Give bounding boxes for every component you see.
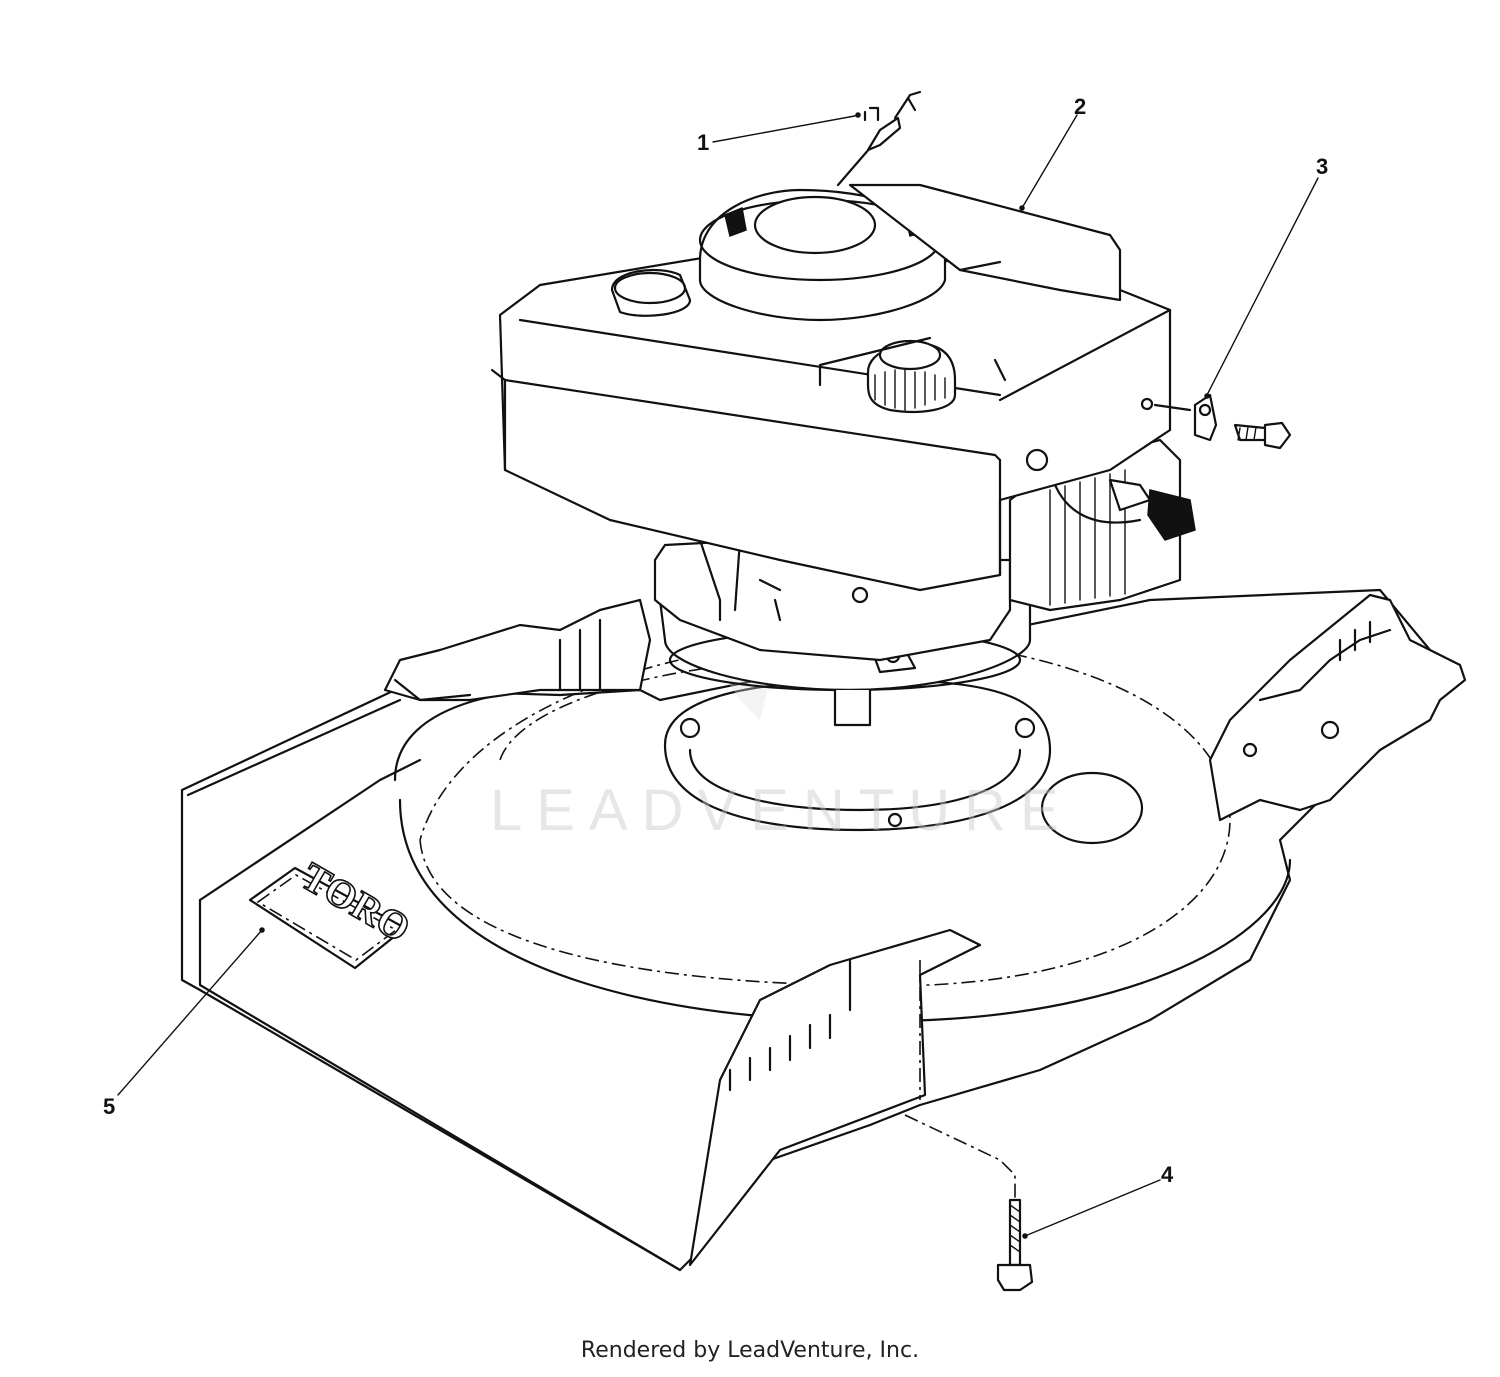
callout-2: 2 [1074, 94, 1086, 119]
callout-leaders [117, 112, 1319, 1239]
callout-1: 1 [697, 130, 709, 155]
callout-5: 5 [103, 1094, 115, 1119]
part-3-clip-and-bolt [1153, 393, 1292, 450]
callout-4: 4 [1161, 1162, 1174, 1187]
engine [490, 183, 1196, 727]
mower-deck-housing: TORO [180, 588, 1467, 1272]
part-1-throttle-cable [836, 90, 922, 187]
callout-numbers: 1 2 3 4 5 [103, 94, 1328, 1187]
render-credit: Rendered by LeadVenture, Inc. [580, 1338, 920, 1363]
part-4-deck-bolt [904, 1114, 1034, 1292]
callout-3: 3 [1316, 154, 1328, 179]
watermark-text: LEADVENTURE [490, 778, 1073, 843]
